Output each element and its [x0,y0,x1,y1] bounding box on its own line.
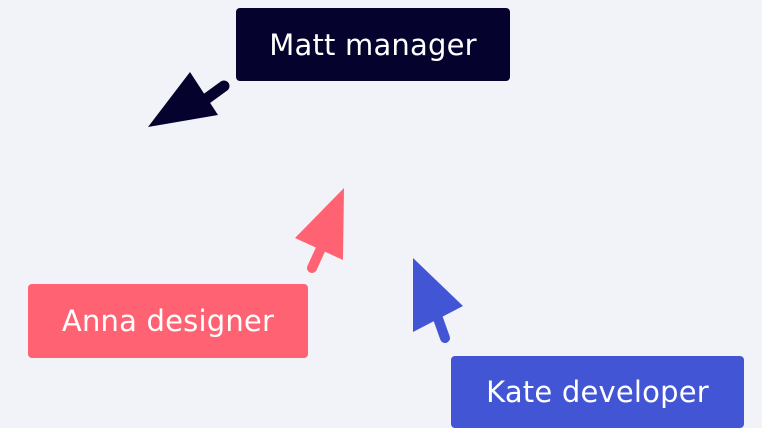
anna-name-tag: Anna designer [28,284,308,358]
anna-cursor-icon [295,188,344,273]
matt-cursor-tail [196,80,230,108]
kate-name-label: Kate developer [486,375,709,409]
matt-cursor-icon [148,72,230,127]
anna-cursor-tail [307,239,328,273]
matt-cursor-arrow [148,72,218,127]
kate-cursor-arrow [413,258,463,332]
matt-name-tag: Matt manager [236,8,510,81]
kate-cursor-icon [413,258,463,343]
kate-name-tag: Kate developer [451,356,744,428]
anna-name-label: Anna designer [61,304,275,338]
matt-name-label: Matt manager [269,27,477,62]
anna-cursor-arrow [295,188,344,260]
kate-cursor-tail [430,305,450,343]
